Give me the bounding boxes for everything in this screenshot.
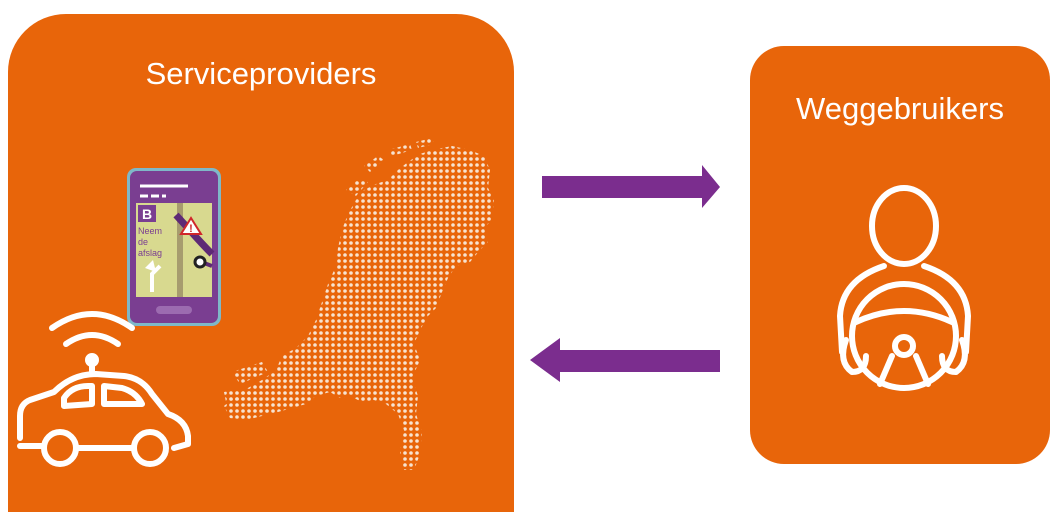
phone-instruction-line-1: Neem	[138, 226, 162, 236]
arrow-to-weggebruikers	[542, 165, 720, 208]
arrow-to-serviceproviders	[530, 338, 720, 382]
warning-symbol: !	[189, 223, 193, 235]
phone-instruction-line-3: afslag	[138, 248, 162, 258]
weggebruikers-title: Weggebruikers	[796, 91, 1004, 126]
weggebruikers-panel: Weggebruikers	[750, 46, 1050, 464]
phone-badge: B	[142, 206, 152, 222]
phone-instruction-line-2: de	[138, 237, 148, 247]
serviceproviders-title: Serviceproviders	[145, 56, 377, 91]
connected-car-icon	[17, 311, 191, 467]
driver-steering-wheel-icon	[837, 185, 971, 391]
smartphone-navigation-icon: ! B Neem de afslag	[127, 168, 221, 326]
netherlands-map	[224, 138, 494, 470]
